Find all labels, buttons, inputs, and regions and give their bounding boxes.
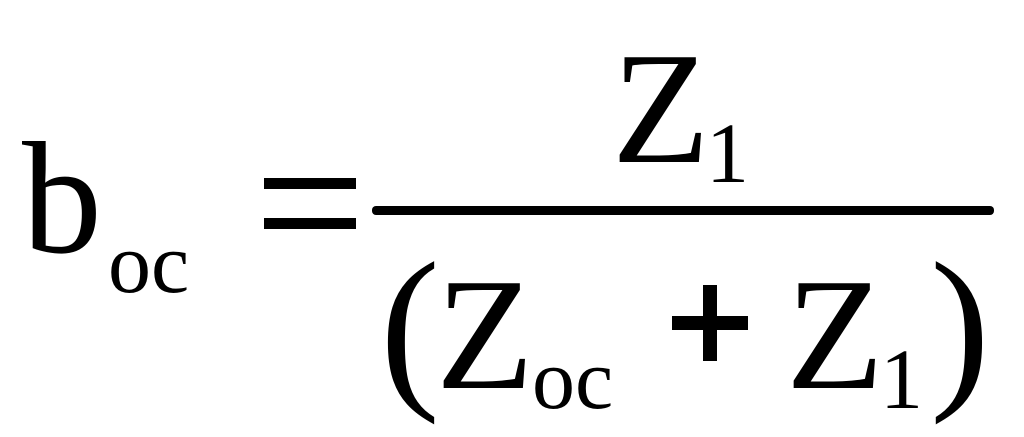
numerator-subscript: 1 — [706, 105, 749, 201]
lhs-base: b — [22, 109, 102, 287]
lhs-subscript: oc — [108, 215, 190, 311]
plus-sign-vertical — [703, 285, 717, 361]
equals-sign-bottom-bar — [264, 218, 356, 229]
equals-sign-top-bar — [264, 178, 356, 189]
denominator-term2-base: Z — [786, 245, 884, 423]
denominator-term1-subscript: oc — [532, 331, 614, 427]
close-parenthesis: ) — [930, 226, 990, 425]
fraction-bar — [372, 206, 994, 215]
denominator-term1-base: Z — [436, 245, 534, 423]
open-parenthesis: ( — [380, 226, 440, 425]
denominator-term2-subscript: 1 — [880, 331, 923, 427]
numerator-base: Z — [612, 19, 710, 197]
